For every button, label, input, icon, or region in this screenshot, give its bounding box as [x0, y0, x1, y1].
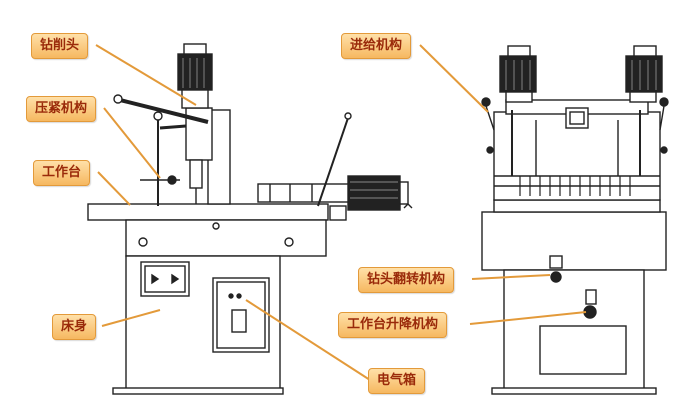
right-machine-drawing	[481, 45, 669, 395]
left-machine-drawing	[87, 43, 413, 395]
left-side-motor	[347, 175, 401, 211]
label-feed-mechanism: 进给机构	[341, 33, 412, 59]
electrical-box-door	[212, 277, 270, 353]
right-bed-upper	[481, 211, 667, 271]
left-bed-upper	[125, 219, 327, 257]
label-machine-bed: 床身	[52, 314, 97, 340]
label-electrical-box: 电气箱	[368, 368, 426, 394]
leader-lines	[95, 44, 587, 381]
label-worktable: 工作台	[33, 160, 91, 186]
label-clamp-mechanism: 压紧机构	[26, 96, 97, 122]
label-drill-head: 钻削头	[31, 33, 89, 59]
label-drill-flip-mechanism: 钻头翻转机构	[358, 267, 455, 293]
label-table-lift-mechanism: 工作台升降机构	[338, 312, 448, 338]
right-worktable	[493, 199, 661, 213]
left-control-panel	[140, 261, 190, 297]
left-worktable	[87, 203, 329, 221]
